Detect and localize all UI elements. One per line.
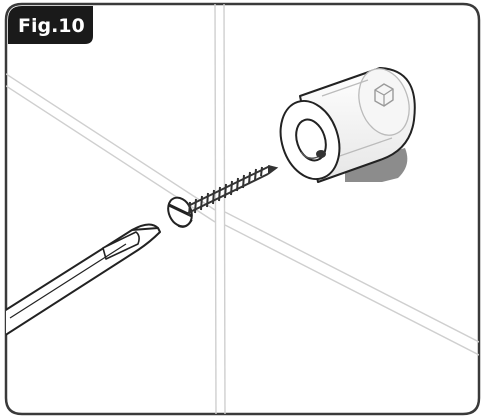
- screwdriver: [6, 223, 161, 346]
- fixing-block: [279, 67, 416, 183]
- figure-label: Fig.10: [18, 15, 85, 37]
- figure-tab: [8, 6, 93, 44]
- figure-border: [4, 2, 481, 416]
- block-shadow: [345, 148, 408, 182]
- screw-head: [167, 196, 193, 228]
- screw-thread: [187, 165, 279, 217]
